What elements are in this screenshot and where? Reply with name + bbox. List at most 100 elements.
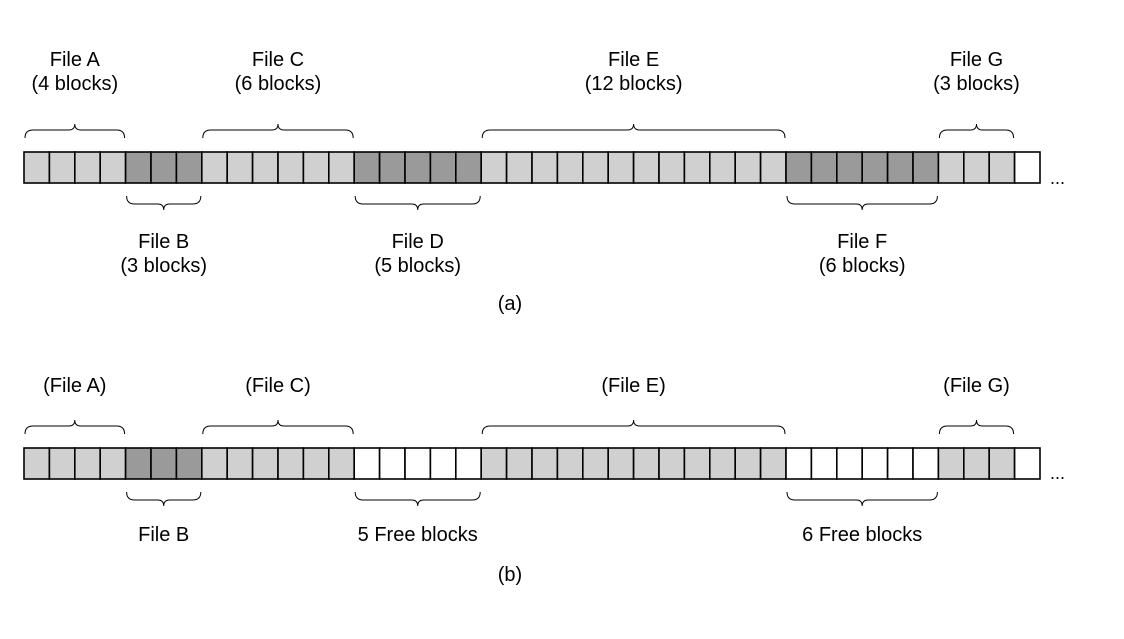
- diagram_b-block-9: [251, 447, 279, 480]
- diagram_a-block-27: [708, 151, 736, 184]
- diagram_b-brace-4: [481, 419, 786, 435]
- diagram_b-block-38: [988, 447, 1016, 480]
- diagram_b-block-24: [632, 447, 660, 480]
- diagram_a-file-name-4: File E: [608, 49, 660, 71]
- diagram_a-block-3: [99, 151, 127, 184]
- diagram_b-block-13: [353, 447, 381, 480]
- diagram_a-file-name-3: File D: [391, 231, 444, 253]
- diagram_a-file-name-5: File F: [837, 231, 888, 253]
- diagram_a-block-13: [353, 151, 381, 184]
- strip-b-ellipsis: ...: [1050, 463, 1066, 483]
- diagram_b-block-5: [150, 447, 178, 480]
- diagram_b-block-39: [1013, 447, 1041, 480]
- diagram_a-block-8: [226, 151, 254, 184]
- diagram_b-file-name-1: File B: [138, 524, 190, 546]
- diagram_b-block-31: [810, 447, 838, 480]
- diagram_a-block-34: [886, 151, 914, 184]
- diagram_b-block-15: [404, 447, 432, 480]
- diagram_a-file-name-1: File B: [138, 231, 190, 253]
- diagram_b-block-11: [302, 447, 330, 480]
- diagram_a-brace-2: [202, 123, 354, 139]
- diagram_b-block-21: [556, 447, 584, 480]
- diagram_a-block-10: [277, 151, 305, 184]
- diagram_a-file-name-2: File C: [251, 49, 305, 71]
- diagram_b-block-0: [23, 447, 51, 480]
- diagram_b-file-name-2: (File C): [245, 375, 311, 397]
- diagram_b-block-30: [785, 447, 813, 480]
- diagram_a-file-label-4: File E(12 blocks): [585, 48, 683, 96]
- diagram_a-file-label-2: File C(6 blocks): [235, 48, 322, 96]
- diagram_b-block-22: [581, 447, 609, 480]
- diagram_a-block-25: [658, 151, 686, 184]
- diagram_a-block-37: [962, 151, 990, 184]
- diagram_a-block-11: [302, 151, 330, 184]
- diagram_b-block-6: [175, 447, 203, 480]
- diagram_b-file-label-5: 6 Free blocks: [802, 523, 922, 547]
- diagram_b-block-14: [378, 447, 406, 480]
- diagram_a-block-7: [201, 151, 229, 184]
- diagram_a-block-21: [556, 151, 584, 184]
- diagram_a-brace-5: [786, 195, 938, 211]
- diagram_a-block-38: [988, 151, 1016, 184]
- diagram_b-block-2: [74, 447, 102, 480]
- diagram_b-block-3: [99, 447, 127, 480]
- diagram_b-file-name-6: (File G): [943, 375, 1010, 397]
- diagram_a-file-label-1: File B(3 blocks): [120, 230, 207, 278]
- diagram_b-block-25: [658, 447, 686, 480]
- diagram_a-block-0: [23, 151, 51, 184]
- diagram_a-block-14: [378, 151, 406, 184]
- diagram_a-file-name-0: File A: [49, 49, 100, 71]
- diagram_a-file-size-1: (3 blocks): [120, 255, 208, 277]
- diagram_a-block-6: [175, 151, 203, 184]
- diagram_b-file-name-4: (File E): [601, 375, 666, 397]
- diagram_b-block-20: [531, 447, 559, 480]
- diagram_a-block-35: [912, 151, 940, 184]
- diagram_a-brace-3: [354, 195, 481, 211]
- diagram_b-brace-0: [24, 419, 126, 435]
- diagram_a-brace-0: [24, 123, 126, 139]
- diagram_a-block-12: [327, 151, 355, 184]
- strip-a-ellipsis: ...: [1050, 168, 1066, 188]
- diagram_b-file-label-4: (File E): [601, 374, 665, 398]
- diagram_b-block-37: [962, 447, 990, 480]
- diagram_a-block-31: [810, 151, 838, 184]
- diagram_a-brace-6: [938, 123, 1015, 139]
- diagram_b-block-12: [327, 447, 355, 480]
- diagram_b-file-label-1: File B: [138, 523, 189, 547]
- diagram_b-brace-3: [354, 491, 481, 507]
- diagram_b-file-name-3: 5 Free blocks: [357, 524, 478, 546]
- diagram_a-block-24: [632, 151, 660, 184]
- diagram_b-block-16: [429, 447, 457, 480]
- diagram_a-block-1: [48, 151, 76, 184]
- diagram_a-block-30: [785, 151, 813, 184]
- diagram_a-block-29: [759, 151, 787, 184]
- diagram_b-block-28: [734, 447, 762, 480]
- diagram_b-block-19: [505, 447, 533, 480]
- diagram_b-block-10: [277, 447, 305, 480]
- diagram_a-block-17: [454, 151, 482, 184]
- diagram_a-block-16: [429, 151, 457, 184]
- diagram_a-file-name-6: File G: [949, 49, 1004, 71]
- diagram_a-brace-1: [126, 195, 202, 211]
- diagram_a-block-22: [581, 151, 609, 184]
- caption-b: (b): [497, 564, 523, 586]
- diagram_b-brace-2: [202, 419, 354, 435]
- diagram_b-brace-5: [786, 491, 938, 507]
- diagram_a-file-size-3: (5 blocks): [374, 255, 462, 277]
- diagram_a-file-label-0: File A(4 blocks): [31, 48, 118, 96]
- diagram_b-block-34: [886, 447, 914, 480]
- diagram_b-brace-1: [126, 491, 202, 507]
- diagram_a-file-size-0: (4 blocks): [31, 73, 119, 95]
- diagram_a-file-size-5: (6 blocks): [818, 255, 906, 277]
- diagram_a-block-32: [835, 151, 863, 184]
- diagram_b-block-18: [480, 447, 508, 480]
- diagram_b-block-17: [454, 447, 482, 480]
- diagram_a-block-26: [683, 151, 711, 184]
- diagram_a-block-33: [861, 151, 889, 184]
- diagram_a-block-18: [480, 151, 508, 184]
- diagram_b-file-name-5: 6 Free blocks: [802, 524, 923, 546]
- diagram_b-block-32: [835, 447, 863, 480]
- diagram_a-block-19: [505, 151, 533, 184]
